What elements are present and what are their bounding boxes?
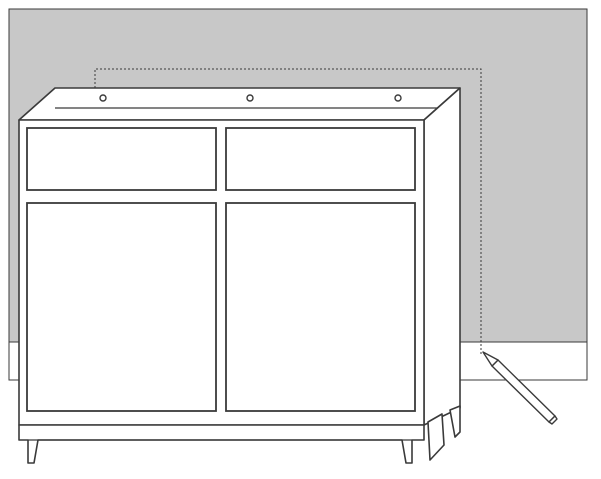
pencil-eraser — [548, 415, 558, 425]
hole-right — [394, 94, 402, 102]
dotted-trace-outline — [94, 68, 482, 355]
cabinet-side-panel — [423, 87, 461, 426]
hole-left — [99, 94, 107, 102]
door-left — [26, 202, 217, 412]
pencil-tip — [482, 351, 499, 367]
side-leg-front-right — [427, 413, 445, 461]
hole-center — [246, 94, 254, 102]
front-apron — [18, 424, 425, 464]
drawer-right — [225, 127, 416, 191]
door-right — [225, 202, 416, 412]
cabinet-top — [18, 87, 461, 121]
side-leg-back — [449, 405, 461, 438]
pencil-icon — [482, 351, 558, 425]
drawer-left — [26, 127, 217, 191]
